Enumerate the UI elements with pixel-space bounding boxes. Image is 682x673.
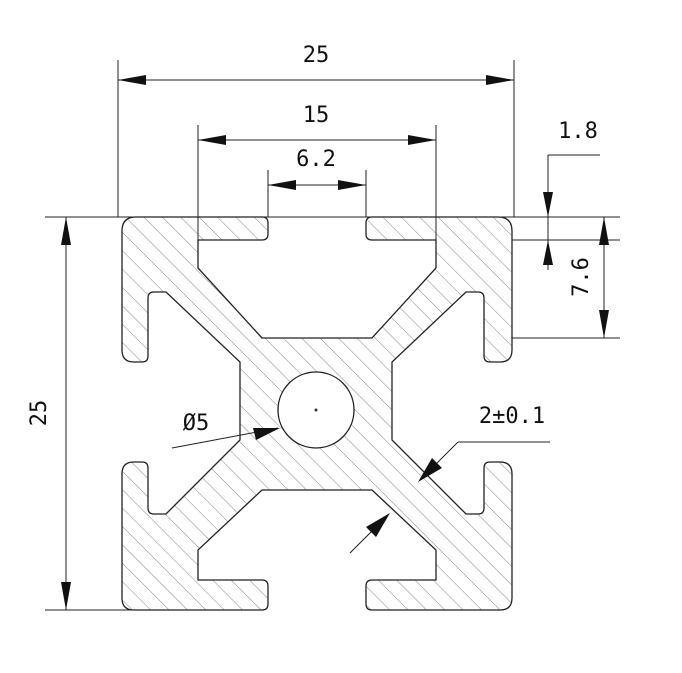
arrow-overall-height-top bbox=[61, 217, 71, 245]
arrow-overall-height-bottom bbox=[61, 582, 71, 610]
dim-overall-height: 25 bbox=[27, 400, 52, 427]
dim-slot-opening: 6.2 bbox=[296, 147, 336, 172]
dim-slot-depth: 7.6 bbox=[569, 257, 594, 297]
arrow-wall-bottom bbox=[543, 240, 553, 265]
arrow-overall-width-right bbox=[486, 75, 514, 85]
arrow-slot-opening-left bbox=[268, 180, 296, 190]
dim-wall-thickness: 1.8 bbox=[558, 119, 598, 144]
arrow-web-bottom bbox=[366, 513, 390, 537]
center-mark bbox=[314, 408, 318, 412]
arrow-slot-width-left bbox=[198, 135, 226, 145]
dim-overall-width: 25 bbox=[303, 43, 330, 68]
dim-web-thickness: 2±0.1 bbox=[479, 404, 545, 429]
arrow-slot-width-right bbox=[408, 135, 436, 145]
arrow-wall-top bbox=[543, 192, 553, 217]
arrow-center-bore bbox=[253, 428, 280, 440]
arrow-slot-depth-bottom bbox=[599, 310, 609, 338]
dim-center-bore: Ø5 bbox=[183, 411, 210, 436]
arrow-overall-width-left bbox=[118, 75, 146, 85]
arrow-slot-depth-top bbox=[599, 217, 609, 245]
dim-slot-width: 15 bbox=[303, 103, 330, 128]
arrow-web-top bbox=[418, 458, 442, 482]
arrow-slot-opening-right bbox=[338, 180, 366, 190]
